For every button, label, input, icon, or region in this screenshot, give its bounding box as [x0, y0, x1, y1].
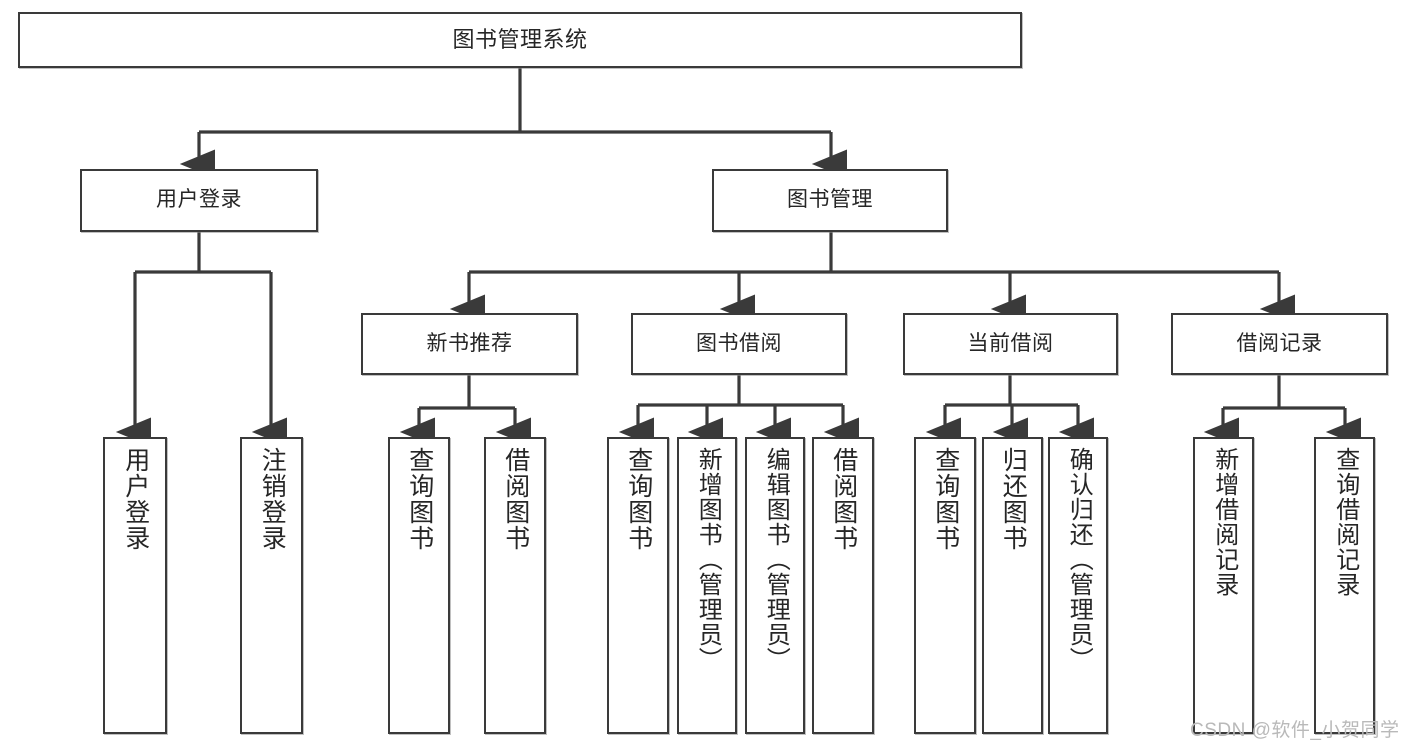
leaf-query-book-recommend[interactable]: 查询图书 [388, 437, 450, 734]
node-borrow-record[interactable]: 借阅记录 [1171, 313, 1388, 375]
leaf-add-book-admin[interactable]: 新增图书（管理员） [677, 437, 737, 734]
leaf-confirm-return-admin[interactable]: 确认归还（管理员） [1048, 437, 1108, 734]
node-label: 图书管理 [787, 188, 873, 212]
node-label: 查询图书 [405, 447, 434, 551]
node-label: 借阅图书 [829, 447, 858, 551]
node-label: 查询借阅记录 [1331, 447, 1359, 597]
leaf-logout[interactable]: 注销登录 [240, 437, 303, 734]
leaf-borrow-book-recommend[interactable]: 借阅图书 [484, 437, 546, 734]
node-label: 编辑图书（管理员） [762, 447, 790, 672]
node-label: 新增借阅记录 [1210, 447, 1238, 597]
node-label: 新增图书（管理员） [694, 447, 722, 672]
leaf-query-book-current[interactable]: 查询图书 [914, 437, 976, 734]
node-current-borrow[interactable]: 当前借阅 [903, 313, 1118, 375]
node-label: 借阅图书 [501, 447, 530, 551]
node-label: 当前借阅 [967, 331, 1054, 355]
node-label: 图书管理系统 [452, 27, 588, 53]
node-root-book-management-system[interactable]: 图书管理系统 [18, 12, 1022, 68]
node-label: 图书借阅 [696, 331, 782, 355]
node-label: 查询图书 [931, 447, 960, 551]
node-label: 查询图书 [624, 447, 653, 551]
node-user-login[interactable]: 用户登录 [80, 169, 318, 232]
node-label: 新书推荐 [426, 331, 513, 355]
watermark-text: CSDN @软件_小贺同学 [1190, 720, 1400, 741]
node-new-book-recommend[interactable]: 新书推荐 [361, 313, 578, 375]
node-label: 确认归还（管理员） [1065, 447, 1093, 672]
leaf-edit-book-admin[interactable]: 编辑图书（管理员） [745, 437, 805, 734]
leaf-user-login[interactable]: 用户登录 [103, 437, 167, 734]
node-label: 用户登录 [156, 188, 242, 212]
node-book-borrow[interactable]: 图书借阅 [631, 313, 847, 375]
node-label: 注销登录 [258, 447, 287, 551]
leaf-query-borrow-record[interactable]: 查询借阅记录 [1314, 437, 1375, 734]
leaf-borrow-book[interactable]: 借阅图书 [812, 437, 874, 734]
node-book-management[interactable]: 图书管理 [712, 169, 948, 232]
node-label: 借阅记录 [1236, 331, 1323, 355]
node-label: 归还图书 [999, 447, 1028, 551]
leaf-query-book-borrow[interactable]: 查询图书 [607, 437, 669, 734]
node-label: 用户登录 [121, 447, 150, 551]
leaf-return-book[interactable]: 归还图书 [982, 437, 1043, 734]
leaf-add-borrow-record[interactable]: 新增借阅记录 [1193, 437, 1254, 734]
